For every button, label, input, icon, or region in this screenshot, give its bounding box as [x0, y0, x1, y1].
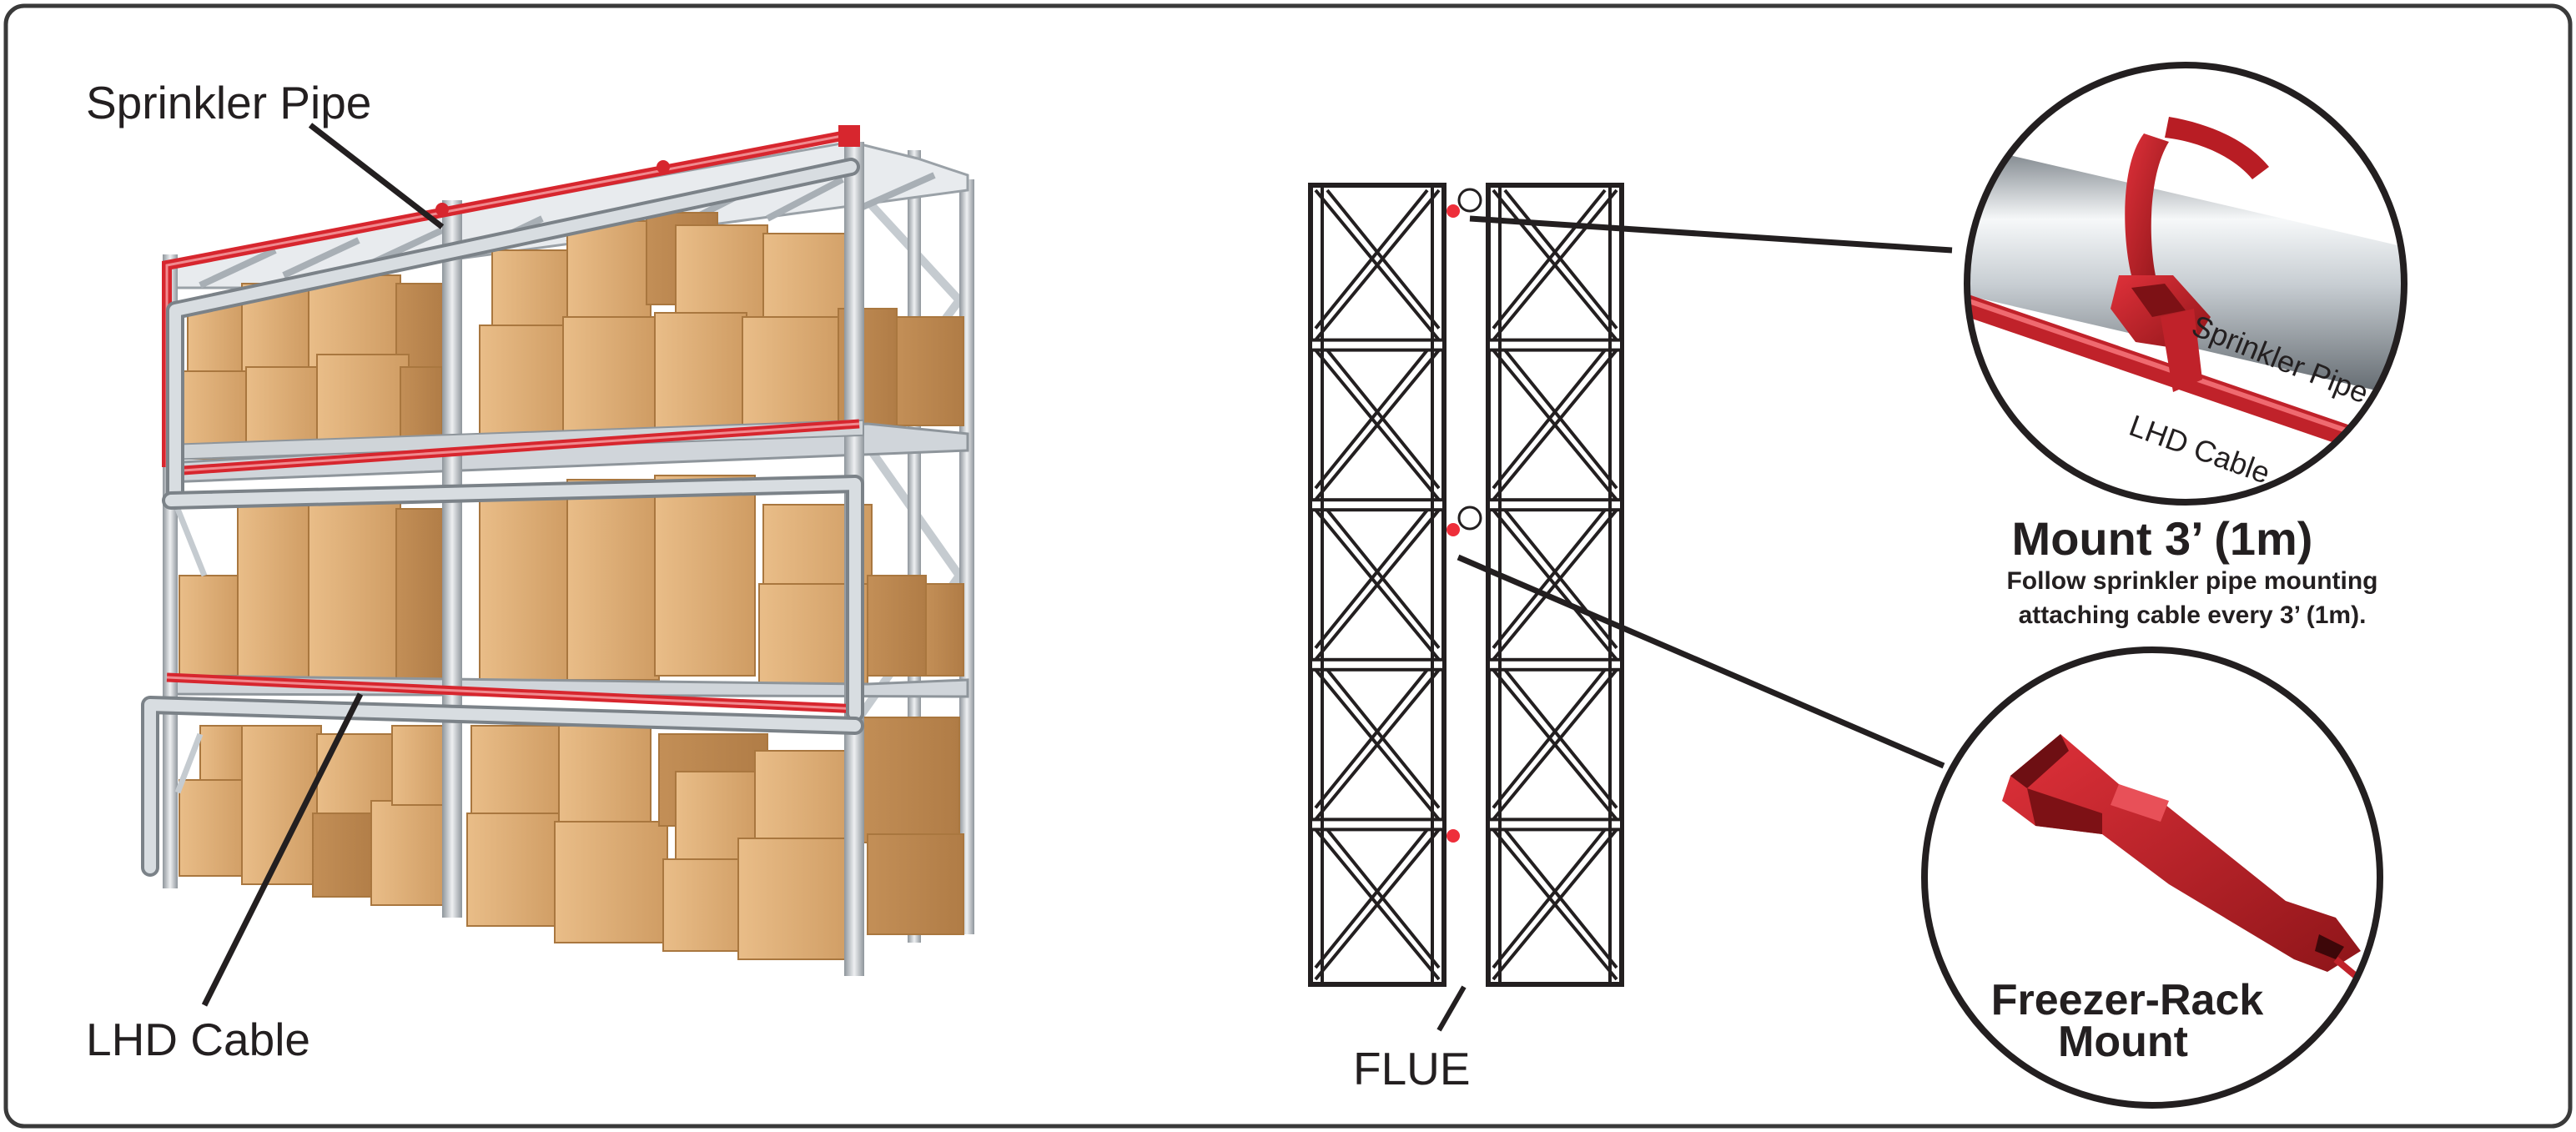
rack-brace [1314, 508, 1441, 662]
flue-label: FLUE [1353, 1043, 1471, 1094]
detector-dot-middle [1446, 523, 1460, 536]
sprinkler-clip-detail: Sprinkler Pipe LHD Cable [1964, 62, 2407, 506]
rack-brace [1492, 189, 1618, 341]
mount-heading: Mount 3’ (1m) [2012, 512, 2313, 565]
rack-brace [1314, 828, 1441, 981]
rack-beam [1487, 338, 1623, 352]
rack-brace [1314, 508, 1429, 650]
rack-brace [1492, 349, 1607, 490]
detector-dot-bottom [1446, 829, 1460, 843]
rack-brace [1314, 349, 1429, 490]
rack-brace [1492, 189, 1607, 330]
grey-sprinkler-pipes [141, 158, 864, 877]
rack-frame-left [1308, 183, 1446, 987]
freezer-mount-line-2: Mount [2058, 1018, 2188, 1066]
rack-beam [1487, 818, 1623, 832]
flue-diagram [1308, 183, 1624, 1032]
rack-brace [1492, 349, 1618, 501]
rack-brace [1492, 508, 1618, 662]
flue-leader [1436, 985, 1467, 1032]
rack-brace [1492, 828, 1618, 981]
freezer-rack-mount-detail: Freezer-Rack Mount [1921, 646, 2383, 1109]
bottom-detail-leader [1457, 554, 1945, 769]
sprinkler-pipe-label: Sprinkler Pipe [86, 77, 371, 128]
rack-brace [1314, 828, 1429, 969]
top-detail-leader [1469, 215, 1953, 254]
rack-brace [1492, 508, 1607, 650]
rack-frame-right [1486, 183, 1624, 987]
rack-brace [1314, 189, 1429, 330]
sprinkler-pipe-leader [308, 123, 445, 229]
rack-brace [1492, 668, 1607, 809]
rack-beam [1309, 498, 1446, 512]
rack-beam [1309, 338, 1446, 352]
lhd-cable-leader [201, 692, 364, 1007]
lhd-cable-label: LHD Cable [86, 1014, 310, 1065]
detector-dot-top [1446, 204, 1460, 218]
rack-beam [1487, 498, 1623, 512]
rack-beam [1487, 657, 1623, 672]
mount-line-2: attaching cable every 3’ (1m). [2019, 601, 2367, 629]
rack-beam [1309, 818, 1446, 832]
sprinkler-head-top [1457, 188, 1482, 213]
freezer-mount-line-1: Freezer-Rack [1991, 976, 2264, 1024]
mount-line-1: Follow sprinkler pipe mounting [2006, 567, 2377, 595]
rack-brace [1314, 668, 1441, 821]
rack-brace [1314, 189, 1441, 341]
red-middle-cable [170, 419, 860, 476]
rack-brace [1492, 668, 1618, 821]
red-lower-cable [166, 672, 860, 714]
detector-points [1446, 188, 1482, 843]
mount-info: Mount 3’ (1m) Follow sprinkler pipe moun… [2006, 512, 2377, 629]
rack-brace [1492, 828, 1607, 969]
rack-brace [1314, 349, 1441, 501]
rack-brace [1314, 668, 1429, 809]
rack-beam [1309, 657, 1446, 672]
sprinkler-head-middle [1457, 506, 1482, 531]
rack-illustration: Sprinkler Pipe LHD Cable [86, 77, 974, 1065]
